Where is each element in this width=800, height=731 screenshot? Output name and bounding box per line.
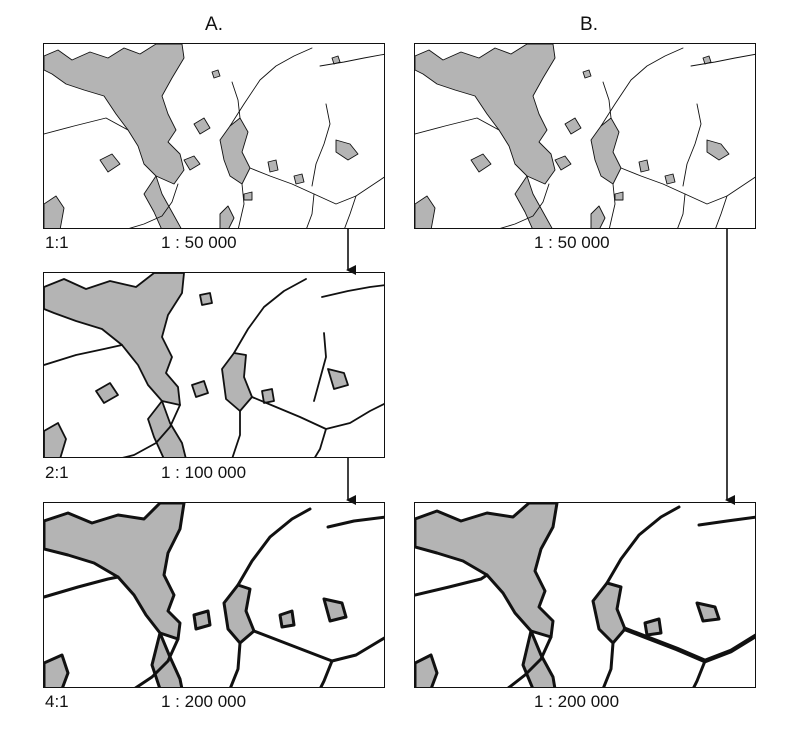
lake-south: [44, 195, 65, 228]
column-a-heading: A.: [205, 14, 223, 35]
river-7: [129, 183, 179, 228]
column-b-heading: B.: [580, 14, 598, 35]
river-1: [44, 117, 129, 135]
ratio-label-a2: 2:1: [45, 463, 69, 482]
map-panel-a-100000: [43, 272, 385, 458]
river-8: [237, 183, 245, 228]
ratio-label-a3: 4:1: [45, 692, 69, 711]
scale-label-a1: 1 : 50 000: [161, 233, 237, 252]
map-b-50000: [415, 44, 755, 228]
map-a-50000: [44, 44, 384, 228]
lake-center: [219, 117, 251, 185]
lake-west: [99, 153, 121, 173]
river-3: [231, 81, 241, 119]
lake-east: [335, 139, 359, 161]
river-4: [249, 167, 384, 205]
map-a-200000: [44, 503, 384, 687]
river-10: [344, 195, 357, 228]
scale-label-b3: 1 : 200 000: [534, 692, 620, 711]
map-panel-b-200000: [414, 502, 756, 688]
river-5: [319, 53, 384, 67]
scale-label-b1: 1 : 50 000: [534, 233, 610, 252]
map-panel-a-200000: [43, 502, 385, 688]
lake-arm: [143, 175, 182, 228]
scale-label-a3: 1 : 200 000: [161, 692, 247, 711]
river-2: [229, 47, 313, 127]
river-6: [311, 103, 331, 187]
map-b-200000: [415, 503, 755, 687]
river-9: [306, 193, 315, 228]
ratio-label-a1: 1:1: [45, 233, 69, 252]
lake-main: [44, 44, 185, 185]
map-a-100000: [44, 273, 384, 457]
map-panel-a-50000: [43, 43, 385, 229]
scale-label-a2: 1 : 100 000: [161, 463, 247, 482]
map-panel-b-50000: [414, 43, 756, 229]
